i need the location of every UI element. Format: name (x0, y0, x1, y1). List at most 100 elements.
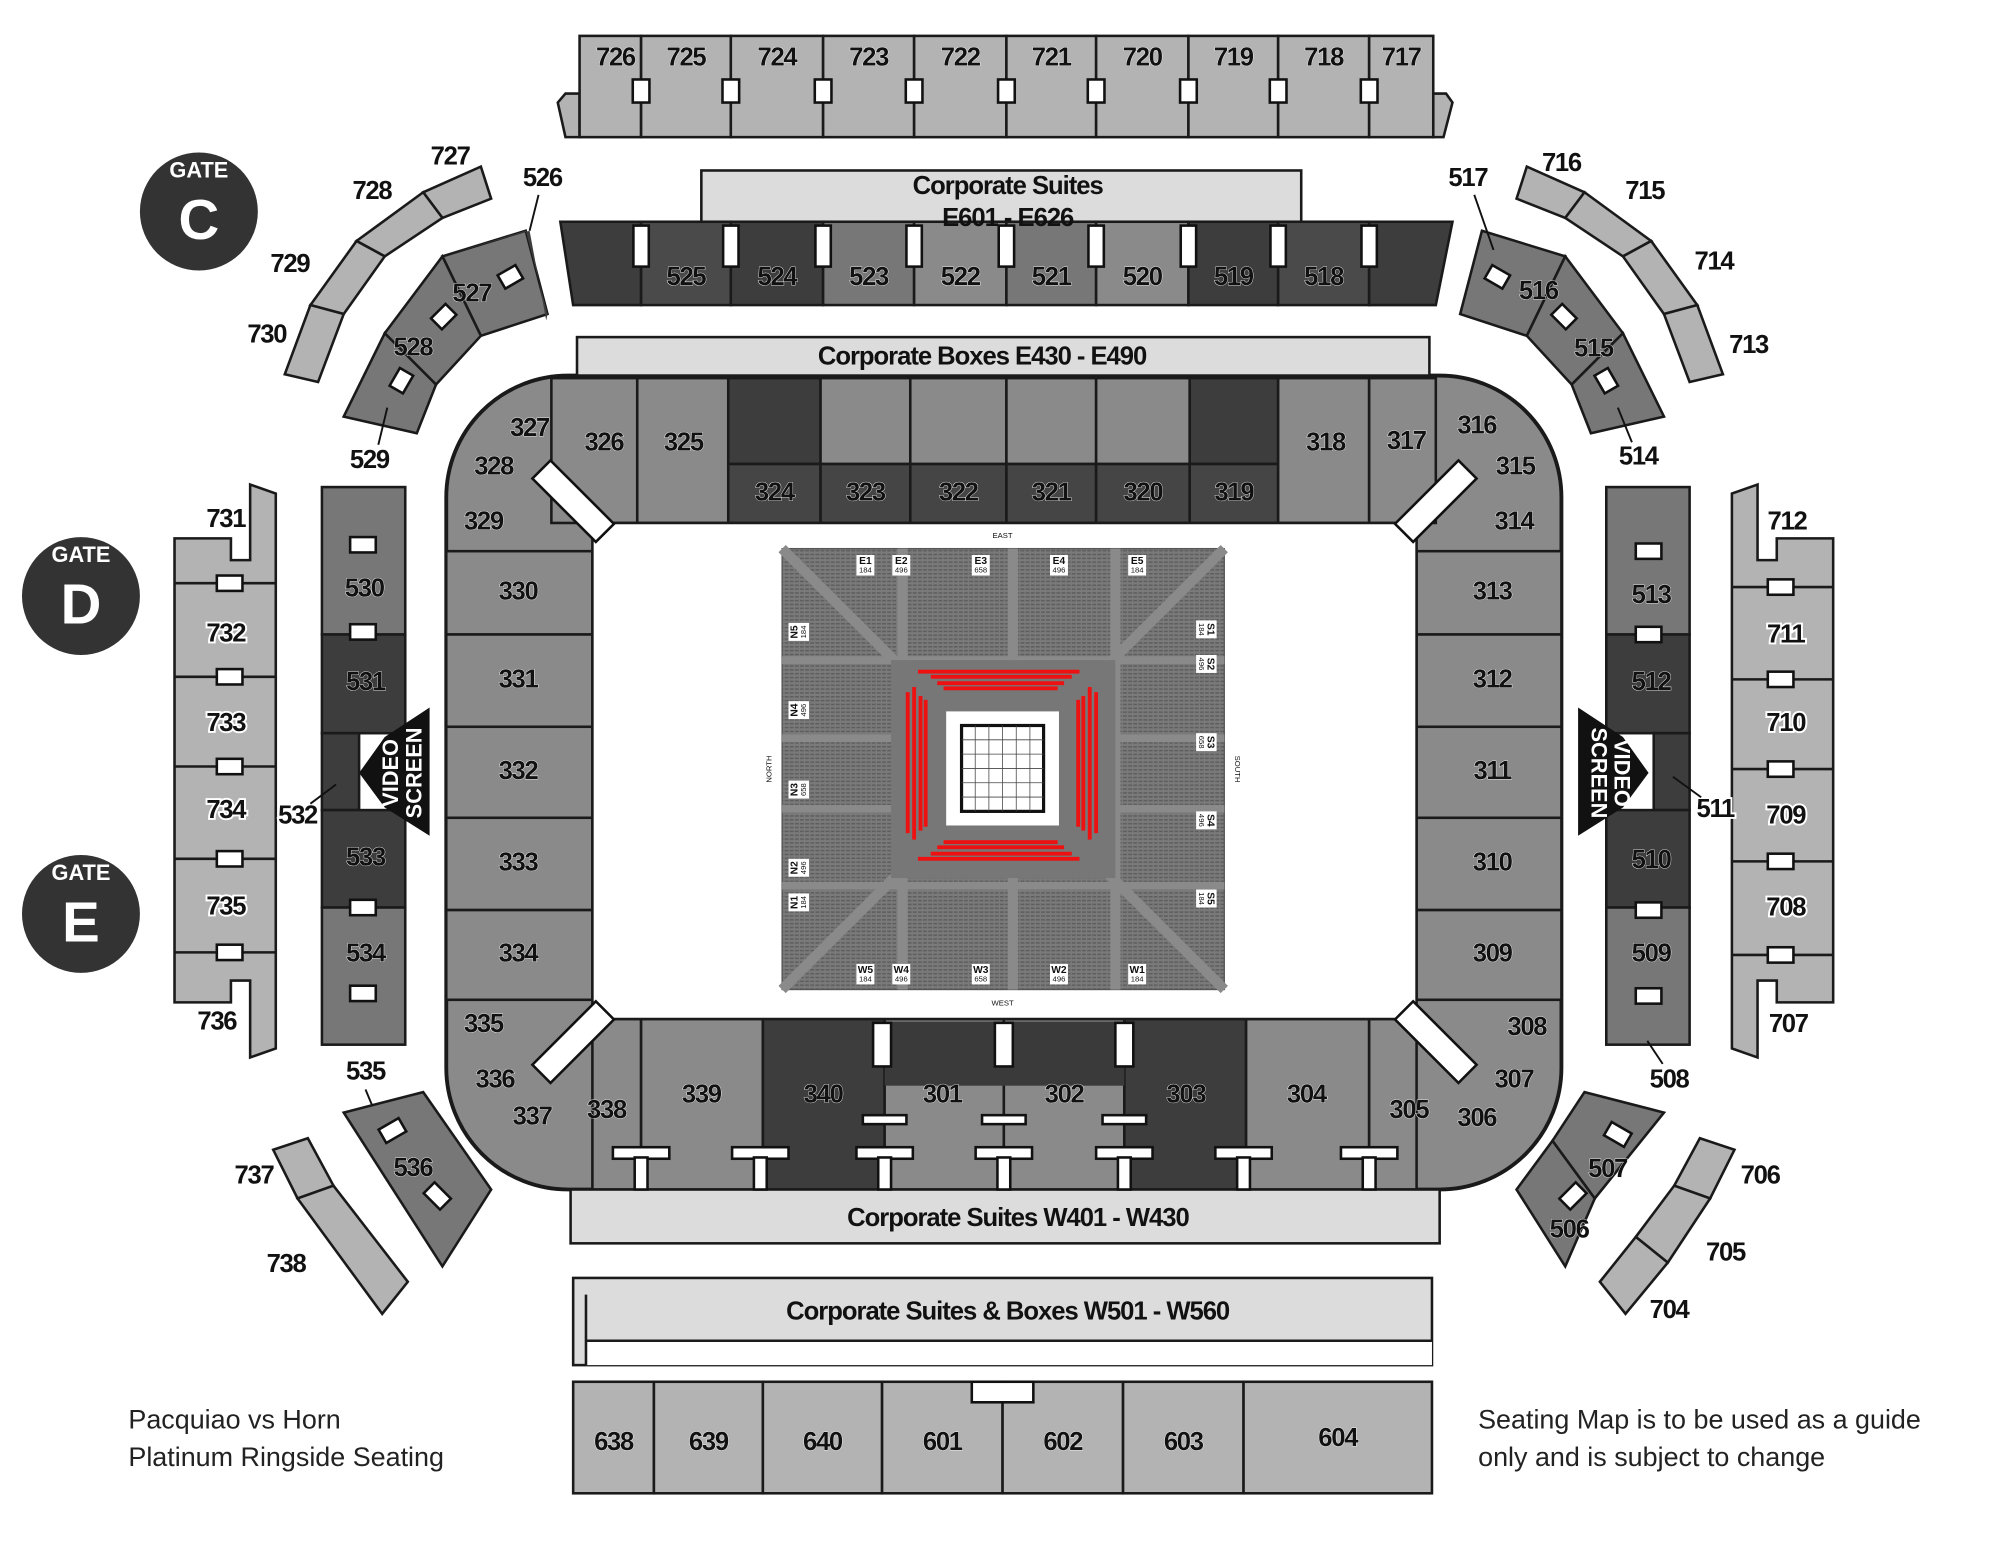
section-712[interactable] (1732, 538, 1833, 583)
ringside-row[interactable] (937, 845, 1065, 850)
section-shape[interactable] (1121, 1380, 1245, 1495)
floor-block-tag[interactable] (856, 963, 875, 985)
section-334[interactable] (444, 908, 594, 1002)
corporate-suites-west[interactable] (569, 1188, 1441, 1245)
ringside-row[interactable] (930, 674, 1072, 679)
floor-block-tag[interactable] (1196, 889, 1217, 908)
section-shape[interactable] (1605, 808, 1691, 909)
ringside-row[interactable] (937, 681, 1065, 686)
section-525[interactable] (639, 220, 733, 307)
section-640[interactable] (761, 1380, 884, 1495)
section-513[interactable] (1605, 485, 1691, 636)
section-shape[interactable] (1598, 1235, 1670, 1316)
ringside-row[interactable] (923, 699, 928, 827)
section-shape[interactable] (639, 220, 733, 307)
section-526[interactable] (558, 220, 643, 307)
section-shape[interactable] (320, 485, 407, 636)
section-shape[interactable] (283, 303, 346, 384)
section-shape[interactable] (761, 1380, 884, 1495)
section-shape[interactable] (1276, 34, 1371, 139)
section-shape[interactable] (444, 725, 594, 820)
section-726[interactable] (578, 34, 643, 139)
section-shape[interactable] (761, 1017, 886, 1191)
section-333[interactable] (444, 816, 594, 912)
ringside-row[interactable] (918, 696, 923, 831)
floor-block-tag[interactable] (1128, 555, 1147, 576)
floor-block-tag[interactable] (1196, 733, 1217, 752)
ringside-row[interactable] (943, 686, 1058, 691)
section-shape[interactable] (1605, 633, 1691, 735)
floor-block-tag[interactable] (1196, 620, 1217, 639)
ringside-row[interactable] (1087, 687, 1092, 840)
section-531[interactable] (320, 633, 407, 735)
section-shape[interactable] (295, 1184, 410, 1316)
section-510[interactable] (1605, 808, 1691, 909)
section-713[interactable] (1662, 303, 1725, 384)
ringside-row[interactable] (912, 687, 917, 840)
section-738[interactable] (295, 1184, 410, 1316)
section-638[interactable] (571, 1380, 656, 1495)
section-shape[interactable] (1662, 303, 1725, 384)
section-729[interactable] (308, 239, 387, 316)
section-718[interactable] (1276, 34, 1371, 139)
floor-block-tag[interactable] (892, 963, 911, 985)
section-shape[interactable] (558, 220, 643, 307)
section-shape[interactable] (1415, 816, 1563, 912)
section-shape[interactable] (1094, 462, 1191, 525)
ringside-row[interactable] (943, 840, 1058, 845)
section-320[interactable] (1094, 462, 1191, 525)
section-shape[interactable] (639, 34, 733, 139)
section-shape[interactable] (1605, 906, 1691, 1046)
floor-block-tag[interactable] (788, 893, 810, 912)
ringside-row[interactable] (917, 856, 1080, 861)
section-shape[interactable] (444, 816, 594, 912)
section-shape[interactable] (1367, 220, 1455, 307)
section-shape[interactable] (1367, 1017, 1418, 1191)
section-506[interactable] (1515, 1138, 1597, 1270)
section-shape[interactable] (1652, 731, 1691, 812)
floor-block-tag[interactable] (971, 963, 990, 985)
section-520[interactable] (1094, 220, 1190, 307)
section-shape[interactable] (880, 1380, 1004, 1495)
section-shape[interactable] (729, 220, 825, 307)
section-shape[interactable] (571, 1380, 656, 1495)
section-532[interactable] (320, 731, 361, 812)
section-305[interactable] (1367, 1017, 1418, 1191)
floor-block-tag[interactable] (788, 780, 810, 799)
section-shape[interactable] (578, 34, 643, 139)
section-601[interactable] (880, 1380, 1004, 1495)
ringside-row[interactable] (905, 692, 910, 834)
section-309[interactable] (1415, 908, 1563, 1002)
section-725[interactable] (639, 34, 733, 139)
floor-block-tag[interactable] (1196, 811, 1217, 830)
section-304[interactable] (1244, 1017, 1371, 1191)
section-524[interactable] (729, 220, 825, 307)
floor-block-tag[interactable] (1049, 963, 1068, 985)
section-shape[interactable] (320, 808, 407, 909)
section-shape[interactable] (308, 239, 387, 316)
section-shape[interactable] (1415, 908, 1563, 1002)
section-530[interactable] (320, 485, 407, 636)
section-shape[interactable] (320, 731, 361, 812)
gate-circle[interactable] (21, 537, 140, 655)
section-shape[interactable] (320, 633, 407, 735)
section-519[interactable] (1187, 220, 1280, 307)
floor-block-tag[interactable] (971, 555, 990, 576)
section-shape[interactable] (1123, 1017, 1248, 1191)
